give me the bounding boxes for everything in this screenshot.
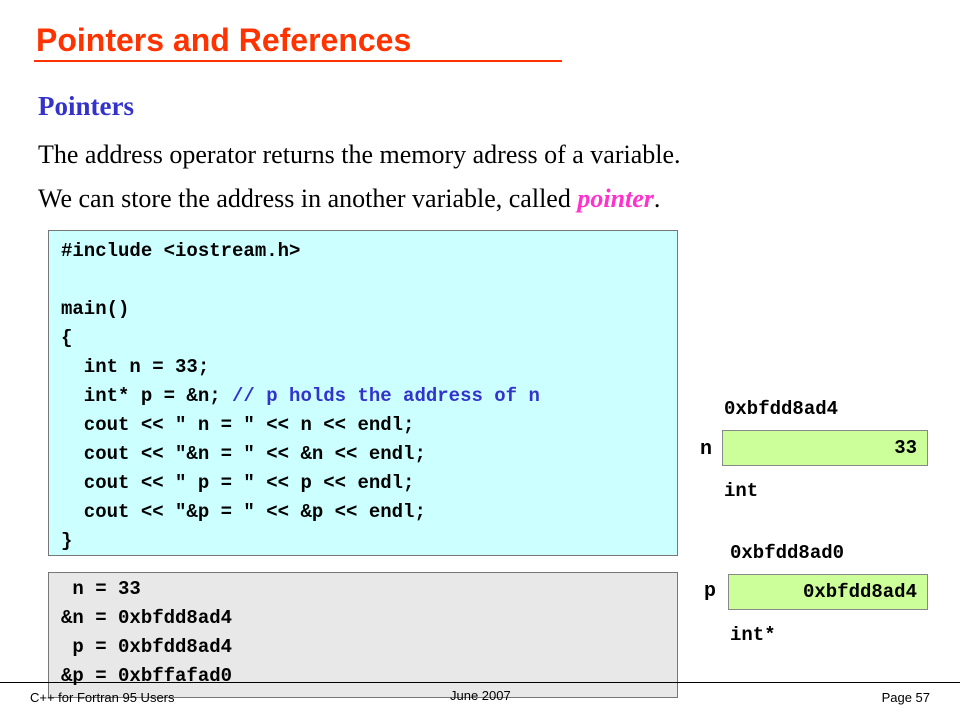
code-line: #include <iostream.h> — [61, 240, 301, 262]
code-line: { — [61, 327, 73, 349]
code-line: main() — [61, 298, 130, 320]
output-line: &n = 0xbfdd8ad4 — [61, 607, 233, 629]
p-memory-cell: 0xbfdd8ad4 — [728, 574, 928, 610]
n-address-label: 0xbfdd8ad4 — [724, 398, 839, 420]
output-line: n = 33 — [61, 578, 141, 600]
code-line: int n = 33; — [61, 356, 210, 378]
code-line: cout << "&n = " << &n << endl; — [61, 443, 426, 465]
footer-divider — [0, 682, 960, 683]
section-heading: Pointers — [38, 91, 134, 121]
emphasized-term: pointer — [577, 184, 654, 213]
code-line: } — [61, 530, 73, 552]
p-variable-name: p — [704, 580, 717, 603]
n-memory-cell: 33 — [722, 430, 928, 466]
output-line: &p = 0xbffafad0 — [61, 665, 233, 687]
code-listing: #include <iostream.h> main() { int n = 3… — [48, 230, 678, 556]
code-line: cout << " p = " << p << endl; — [61, 472, 415, 494]
p-address-label: 0xbfdd8ad0 — [730, 542, 845, 564]
paragraph-pointer-definition: We can store the address in another vari… — [38, 182, 660, 216]
code-comment: // p holds the address of n — [232, 385, 540, 407]
n-variable-name: n — [700, 438, 713, 461]
p-type-label: int* — [730, 624, 776, 646]
footer-course-title: C++ for Fortran 95 Users — [30, 690, 175, 705]
slide-title: Pointers and References — [36, 22, 412, 58]
paragraph-text: We can store the address in another vari… — [38, 184, 578, 213]
code-line: cout << " n = " << n << endl; — [61, 414, 415, 436]
code-line — [61, 266, 677, 295]
footer-date: June 2007 — [450, 688, 511, 703]
title-underline — [34, 60, 562, 62]
output-line: p = 0xbfdd8ad4 — [61, 636, 233, 658]
code-line-with-comment: int* p = &n; // p holds the address of n — [61, 382, 677, 411]
paragraph-address-operator: The address operator returns the memory … — [38, 140, 681, 169]
code-text: int* p = &n; — [61, 385, 233, 407]
paragraph-text-end: . — [653, 184, 661, 213]
code-line: cout << "&p = " << &p << endl; — [61, 501, 426, 523]
program-output: n = 33 &n = 0xbfdd8ad4 p = 0xbfdd8ad4 &p… — [48, 572, 678, 698]
n-type-label: int — [724, 480, 759, 502]
footer-page-number: Page 57 — [881, 690, 930, 705]
